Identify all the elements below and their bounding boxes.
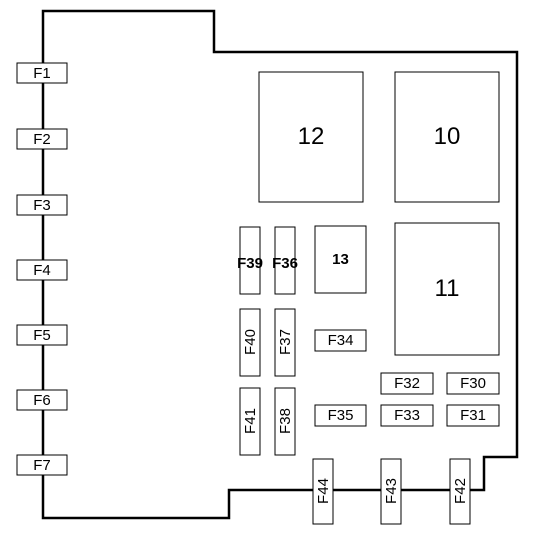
relay-label-11: 11 (434, 275, 460, 302)
fuse-label-f7: F7 (33, 456, 51, 474)
fuse-f6-box (16, 389, 68, 411)
fuse-label-f1: F1 (33, 64, 51, 82)
fuse-box-outline (41, 9, 519, 520)
fuse-f5-box (16, 324, 68, 346)
relay-label-13: 13 (332, 251, 349, 268)
fuse-f44-box (312, 458, 334, 525)
fuse-label-f33: F33 (394, 407, 420, 424)
fuse-f41-box (239, 387, 261, 456)
fuse-f40-box (239, 308, 261, 377)
fuse-label-f6: F6 (33, 391, 51, 409)
relay-11-box (394, 222, 500, 356)
fuse-f39-box (239, 226, 261, 295)
fuse-label-f44: F44 (314, 478, 332, 504)
fuse-label-f34: F34 (327, 332, 354, 349)
relay-label-12: 12 (297, 123, 325, 150)
fuse-label-f39: F39 (237, 254, 263, 272)
fuse-f3-box (16, 194, 68, 216)
relay-label-10: 10 (433, 123, 461, 150)
fuse-label-f30: F30 (460, 375, 486, 392)
fuse-f38-box (274, 387, 296, 456)
fuse-label-f2: F2 (33, 130, 51, 148)
fuse-label-f40: F40 (241, 329, 259, 355)
fuse-label-f42: F42 (451, 478, 469, 504)
fuse-label-f41: F41 (241, 408, 259, 434)
fuse-f35-box (314, 404, 367, 427)
fuse-f37-box (274, 308, 296, 377)
fuse-label-f3: F3 (33, 196, 51, 214)
fuse-f2-box (16, 128, 68, 150)
fuse-f30-box (446, 372, 500, 395)
fuse-f31-box (446, 404, 500, 427)
fuse-f43-box (380, 458, 402, 525)
fuse-label-f36: F36 (272, 254, 298, 272)
fuse-label-f5: F5 (33, 326, 51, 344)
fuse-label-f43: F43 (382, 478, 400, 504)
relay-12-box (258, 71, 364, 203)
fuse-f42-box (449, 458, 471, 525)
relay-10-box (394, 71, 500, 203)
relay-13-box (314, 225, 367, 294)
fuse-label-f35: F35 (327, 407, 354, 424)
fuse-label-f32: F32 (394, 375, 420, 392)
fuse-f32-box (380, 372, 434, 395)
fuse-f36-box (274, 226, 296, 295)
fuse-label-f4: F4 (33, 261, 51, 279)
fuse-label-f31: F31 (460, 407, 486, 424)
fuse-f7-box (16, 454, 68, 476)
fuse-f34-box (314, 329, 367, 352)
fuse-f4-box (16, 259, 68, 281)
fuse-label-f38: F38 (276, 408, 294, 434)
fuse-f33-box (380, 404, 434, 427)
fuse-f1-box (16, 62, 68, 84)
fuse-label-f37: F37 (276, 329, 294, 355)
